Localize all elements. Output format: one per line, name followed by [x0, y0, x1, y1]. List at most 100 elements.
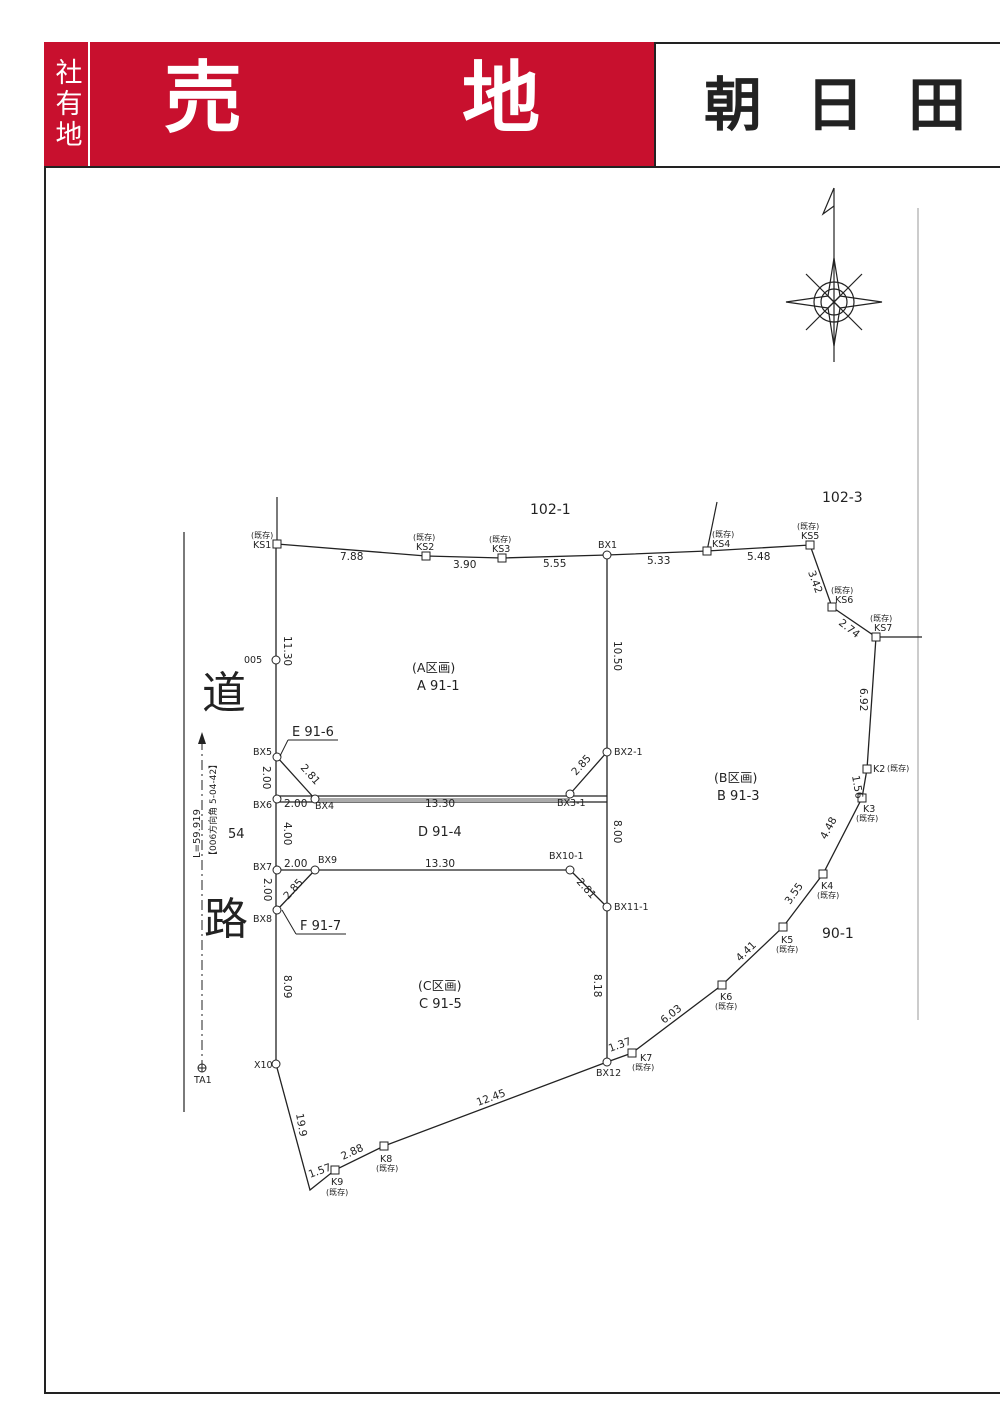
- title-char-1: 売: [164, 54, 243, 144]
- point-label: BX6: [253, 800, 272, 811]
- dimension-label: 7.88: [340, 551, 363, 563]
- point-label: BX4: [315, 801, 334, 812]
- dimension-label: 10.50: [611, 641, 623, 671]
- dimension-label: 5.55: [543, 558, 566, 570]
- point-label: BX8: [253, 914, 272, 925]
- point-label: KS3: [492, 544, 510, 555]
- outer-boundary: [275, 543, 877, 1192]
- point-label: KS6: [835, 595, 853, 606]
- road-length: L=59.919: [192, 809, 203, 858]
- existing-mark: (既存): [376, 1163, 398, 1173]
- dimension-label: 4.00: [281, 822, 293, 845]
- existing-mark: (既存): [856, 813, 878, 823]
- point-label: K6: [720, 992, 732, 1003]
- dimension-label: 6.92: [857, 688, 869, 711]
- dimension-label: 2.85: [281, 877, 306, 902]
- point-label: TA1: [193, 1075, 212, 1086]
- dimension-label: 4.48: [818, 815, 840, 841]
- dimension-label: 3.90: [453, 559, 476, 571]
- dimension-label: 2.88: [339, 1142, 365, 1163]
- road-number: 54: [228, 827, 245, 842]
- title-char-2: 地: [462, 54, 541, 144]
- dimension-label: 2.00: [260, 766, 272, 789]
- road-reference: 【006方向角 5-04-42】: [207, 760, 219, 860]
- point-label: K3: [863, 804, 875, 815]
- existing-mark: (既存): [251, 530, 273, 540]
- point-label: BX10-1: [549, 851, 584, 862]
- existing-mark: (既存): [817, 890, 839, 900]
- point-label: BX7: [253, 862, 272, 873]
- dimension-label: 4.41: [734, 939, 759, 964]
- north-arrow-icon: [785, 187, 883, 362]
- existing-mark: (既存): [797, 521, 819, 531]
- dimension-label: 13.30: [425, 798, 455, 810]
- dimension-label: 2.00: [284, 858, 307, 870]
- badge-text: 社有地: [50, 57, 82, 151]
- point-label: BX12: [596, 1068, 621, 1079]
- point-label: KS1: [253, 540, 271, 551]
- point-label: BX5: [253, 747, 272, 758]
- place-name: 朝日田: [704, 71, 1000, 139]
- point-label: KS7: [874, 623, 892, 634]
- dimension-label: 5.33: [647, 555, 670, 567]
- point-label: K7: [640, 1053, 652, 1064]
- dimension-label: 1.57: [307, 1162, 333, 1181]
- parcel-a-code: A 91-1: [417, 679, 460, 694]
- dimension-label: 1.56: [849, 774, 865, 799]
- road-char-2: 路: [204, 894, 248, 945]
- existing-mark: (既存): [715, 1001, 737, 1011]
- point-label: KS4: [712, 539, 730, 550]
- road-arrow-icon: [198, 732, 206, 744]
- existing-mark: (既存): [776, 944, 798, 954]
- parcel-c-code: C 91-5: [419, 997, 462, 1012]
- parcel-f-code: F 91-7: [300, 919, 341, 934]
- neighbor-east: 90-1: [822, 926, 854, 942]
- dimension-label: 2.85: [569, 753, 594, 778]
- header-bar: 社有地 売 地 朝日田: [44, 42, 1000, 168]
- neighbor-north: 102-1: [530, 502, 571, 518]
- dimension-label: 8.00: [611, 820, 623, 843]
- existing-mark: (既存): [413, 532, 435, 542]
- dimension-label: 3.55: [783, 881, 806, 907]
- parcel-e-code: E 91-6: [292, 725, 334, 740]
- point-label: K4: [821, 881, 833, 892]
- dimension-label: 2.74: [836, 617, 862, 641]
- point-label: KS2: [416, 542, 434, 553]
- dimension-label: 8.18: [591, 974, 603, 997]
- existing-mark: (既存): [489, 534, 511, 544]
- point-label: K9: [331, 1177, 343, 1188]
- existing-mark: (既存): [887, 763, 909, 773]
- dimension-label: 3.42: [805, 569, 824, 595]
- dimension-label: 2.00: [261, 878, 273, 901]
- point-label: BX9: [318, 855, 337, 866]
- parcel-a-label: (A区画): [412, 660, 455, 675]
- point-label: KS5: [801, 531, 819, 542]
- point-label: K5: [781, 935, 793, 946]
- existing-mark: (既存): [870, 613, 892, 623]
- parcel-b-label: (B区画): [714, 770, 757, 785]
- point-label: K8: [380, 1154, 392, 1165]
- dimension-label: 13.30: [425, 858, 455, 870]
- existing-mark: (既存): [326, 1187, 348, 1197]
- parcel-b-code: B 91-3: [717, 789, 760, 804]
- dimension-label: 5.48: [747, 551, 770, 563]
- point-label: 005: [244, 655, 262, 666]
- existing-mark: (既存): [712, 529, 734, 539]
- dimension-label: 11.30: [281, 636, 293, 666]
- parcel-c-label: (C区画): [418, 978, 461, 993]
- dimension-label: 2.00: [284, 798, 307, 810]
- dimension-label: 8.09: [281, 975, 293, 998]
- dimension-label: 2.81: [574, 876, 599, 901]
- point-label: K2: [873, 764, 885, 775]
- point-label: BX1: [598, 540, 617, 551]
- point-label: BX11-1: [614, 902, 649, 913]
- existing-mark: (既存): [632, 1062, 654, 1072]
- parcel-d-code: D 91-4: [418, 825, 462, 840]
- existing-mark: (既存): [831, 585, 853, 595]
- point-label: X10: [254, 1060, 273, 1071]
- title-band: 売 地: [90, 42, 656, 166]
- neighbor-northeast: 102-3: [822, 490, 863, 506]
- company-land-badge: 社有地: [44, 42, 90, 166]
- point-label: BX3-1: [557, 798, 586, 809]
